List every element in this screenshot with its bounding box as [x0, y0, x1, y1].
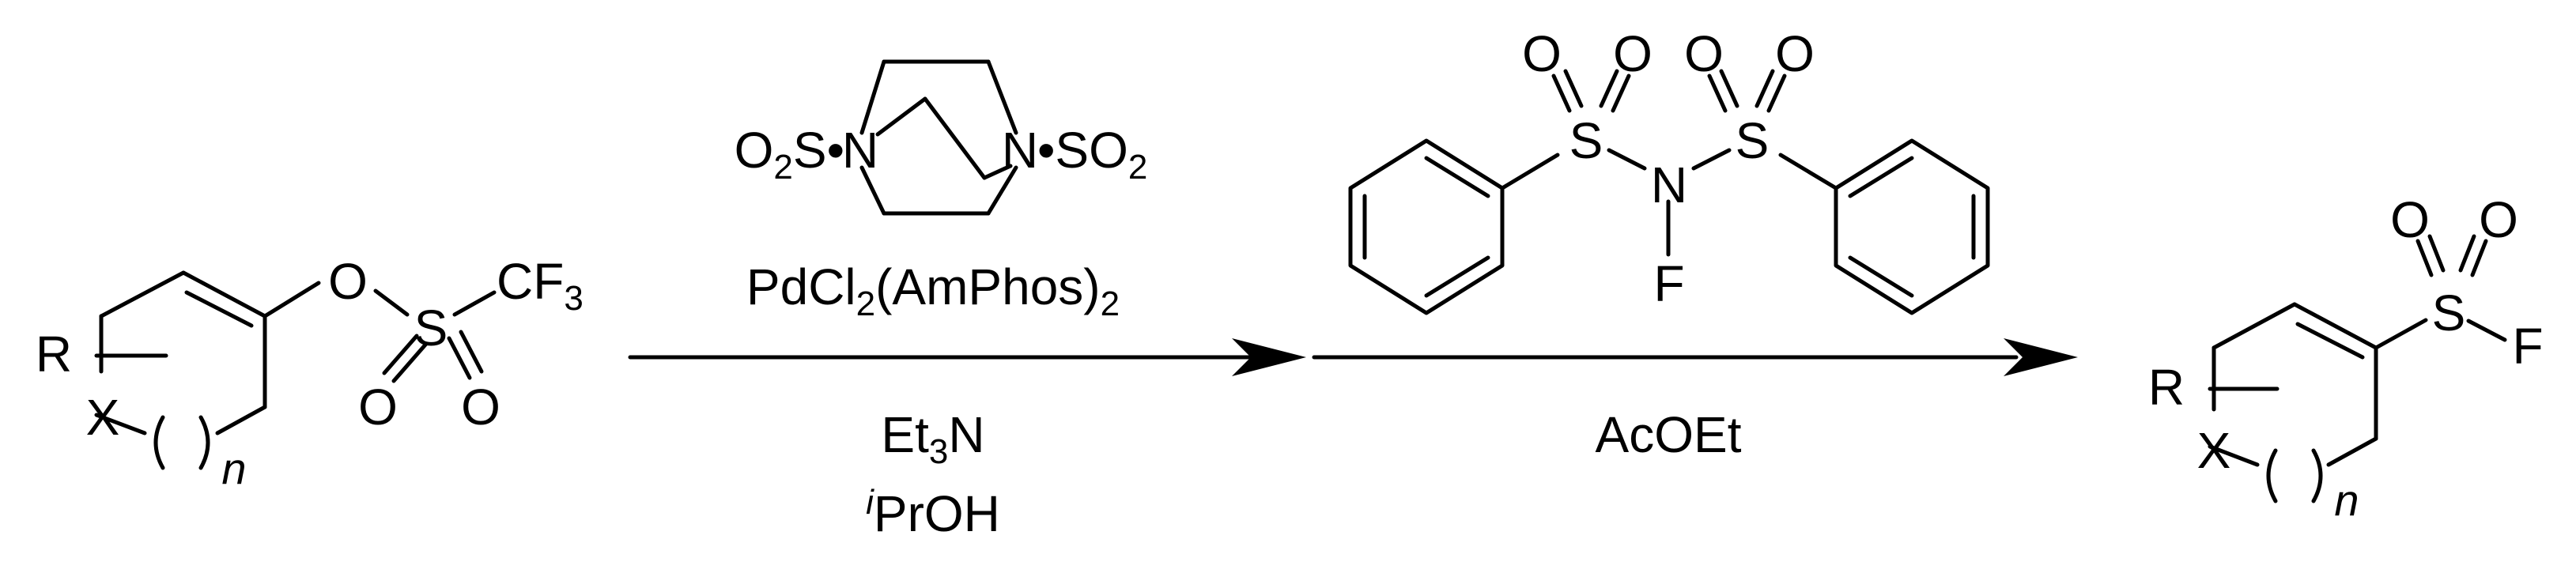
reaction-arrow-2 [1312, 338, 2078, 376]
solvent-1-label: iPrOH [866, 483, 1000, 542]
product-r-label: R [2148, 359, 2185, 416]
solvent-2-label: AcOEt [1596, 406, 1742, 463]
nfsi-o3-label: O [1684, 25, 1724, 82]
dabso-cage-bonds [859, 59, 1018, 216]
reagent-2-nfsi: O O O O S S N F [1348, 25, 1990, 315]
nfsi-s-left-label: S [1569, 112, 1603, 169]
product-ring-paren-right [2311, 448, 2323, 503]
product-n-label: n [2334, 475, 2359, 525]
nfsi-o4-label: O [1775, 25, 1815, 82]
reagent-1-dabso: O2S• N N •SO2 [735, 59, 1147, 216]
sm-s-label: S [414, 300, 448, 356]
catalyst-label: PdCl2(AmPhos)2 [746, 258, 1120, 323]
nfsi-n-label: N [1651, 156, 1687, 213]
sm-o-left-label: O [358, 379, 398, 435]
dabso-left-n-label: N [842, 122, 878, 179]
nfsi-o1-label: O [1522, 25, 1562, 82]
sm-ring-paren-left [153, 415, 165, 470]
product-s-label: S [2432, 285, 2466, 341]
dabso-right-n-label: N [1002, 122, 1038, 179]
sm-n-label: n [221, 443, 246, 493]
product-x-label: X [2197, 422, 2231, 479]
nfsi-s-right-label: S [1736, 112, 1770, 169]
product: R X n S F O O [2148, 191, 2544, 525]
sm-ring-paren-right [198, 415, 210, 470]
sm-o-label: O [328, 253, 368, 310]
sm-x-label: X [86, 389, 120, 446]
starting-material: R X n O S CF3 O O [36, 253, 584, 493]
dabso-right-so2-label: •SO2 [1037, 122, 1147, 187]
product-sulfonyl-bonds [2374, 234, 2507, 350]
product-ring-bonds [2208, 302, 2378, 467]
sm-triflate-bonds [263, 281, 497, 383]
sm-cf3-label: CF3 [497, 253, 584, 318]
product-o-right-label: O [2479, 191, 2518, 248]
nfsi-f-label: F [1653, 255, 1684, 312]
dabso-left-so2-label: O2S• [735, 122, 844, 187]
nfsi-bonds [1500, 69, 1838, 257]
conditions-1: PdCl2(AmPhos)2 Et3N iPrOH [746, 258, 1120, 542]
nfsi-o2-label: O [1613, 25, 1652, 82]
product-f-label: F [2512, 318, 2543, 375]
nfsi-left-phenyl [1348, 138, 1505, 315]
sm-o-right-label: O [461, 379, 500, 435]
base-label: Et3N [881, 406, 984, 471]
product-ring-paren-left [2266, 448, 2278, 503]
reaction-arrow-1 [628, 338, 1306, 376]
sm-r-label: R [36, 326, 72, 383]
nfsi-right-phenyl [1834, 138, 1990, 315]
sm-ring-bonds [94, 270, 267, 435]
product-o-left-label: O [2390, 191, 2430, 248]
